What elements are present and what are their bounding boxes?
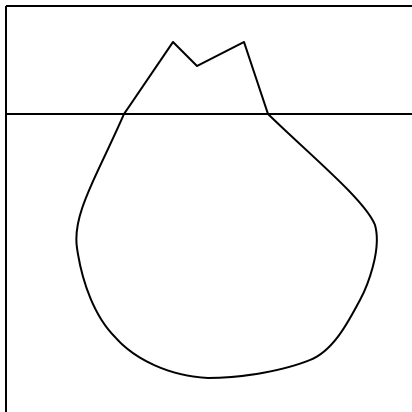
diagram-canvas: [0, 0, 412, 412]
